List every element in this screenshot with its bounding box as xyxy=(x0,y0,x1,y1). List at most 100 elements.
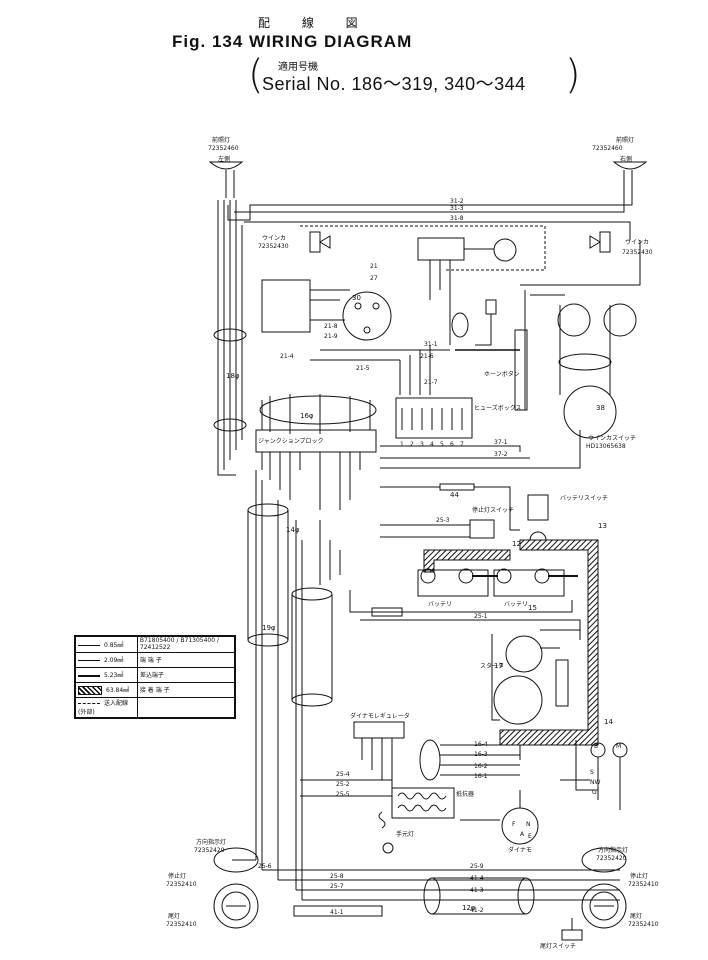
turn-lamp-left-icon xyxy=(309,231,321,253)
terminal-letter: M xyxy=(616,743,621,750)
tail-left-upper-part: 72352420 xyxy=(194,847,225,854)
horn-icon xyxy=(493,238,517,262)
title-block: 配 線 図 Fig. 134 WIRING DIAGRAM ( 適用号機 Ser… xyxy=(0,0,708,110)
wire-label: 37-2 xyxy=(494,451,508,458)
terminal-letter: N xyxy=(526,821,531,828)
legend-symbol-cell xyxy=(136,696,236,719)
tail-left-stop-part: 72352410 xyxy=(166,881,197,888)
legend-row: 2.09㎟ 端 端 子 xyxy=(75,651,236,668)
head-lamp-left-name: 前照灯 xyxy=(212,136,230,144)
winker-dial-right xyxy=(603,303,637,337)
wire-label: 14φ xyxy=(286,526,300,534)
tail-left-tail-name: 尾灯 xyxy=(168,912,180,920)
terminal-letter: F xyxy=(512,821,516,828)
wire-label: 41-4 xyxy=(470,875,484,882)
wire-label: 38 xyxy=(596,404,605,412)
horn-relay-box xyxy=(417,237,465,261)
legend-symbol-cell: 接 着 端 子 xyxy=(136,681,236,698)
wire-label: 21-5 xyxy=(356,365,370,372)
wire-label: 31-1 xyxy=(424,341,438,348)
horn-button-icon xyxy=(485,299,497,315)
wire-label: 41-2 xyxy=(470,907,484,914)
regulator-terminal-letters: F N A E B S NW G M xyxy=(512,743,621,840)
head-lamp-right-tag: 右側 xyxy=(620,155,632,163)
hand-lamp-label: 手元灯 xyxy=(396,830,414,838)
tail-right-tail-part: 72352410 xyxy=(628,921,659,928)
tail-right-tail-name: 尾灯 xyxy=(630,912,642,920)
tail-right-stop-name: 停止灯 xyxy=(630,872,648,880)
thick-line-sample xyxy=(78,674,100,677)
head-lamp-right-icon xyxy=(612,161,648,170)
terminal-letter: A xyxy=(520,831,525,838)
wire-label: 16-1 xyxy=(474,773,488,780)
figure-title: Fig. 134 WIRING DIAGRAM xyxy=(172,32,413,51)
winker-switch-part: HD13065638 xyxy=(586,443,626,450)
paren-left: ( xyxy=(248,52,264,98)
terminal-number: 3 xyxy=(420,441,424,448)
resistor-label: 抵抗器 xyxy=(456,790,474,798)
legend-symbol-cell: 差込端子 xyxy=(136,666,236,683)
starter-key-switch-icon xyxy=(342,291,392,341)
medium-line-sample xyxy=(78,660,100,662)
tail-left-stop-name: 停止灯 xyxy=(168,872,186,880)
legend-wire-cell: 送入配線(外部) xyxy=(75,696,138,719)
head-lamp-left-tag: 左側 xyxy=(218,155,230,163)
fuse-box xyxy=(395,397,473,439)
turn-left-part: 72352430 xyxy=(258,243,289,250)
wire-label: 31-8 xyxy=(450,215,464,222)
wire-label: 25-6 xyxy=(258,863,272,870)
tail-right-stop-part: 72352410 xyxy=(628,881,659,888)
tail-switch-label: 尾灯スイッチ xyxy=(540,942,576,950)
hand-lamp-icon xyxy=(382,842,394,854)
winker-dial-left xyxy=(557,303,591,337)
legend-symbol-cell: B71805400 / B71305400 / 72412522 xyxy=(136,636,236,653)
terminal-letter: G xyxy=(592,789,597,796)
battery-switch-label: バッテリスイッチ xyxy=(560,495,608,502)
dynamo-label: ダイナモ xyxy=(508,846,532,854)
wire-label: 25-3 xyxy=(436,517,450,524)
tail-left-upper-name: 方向指示灯 xyxy=(196,838,226,846)
terminal-number: 5 xyxy=(440,441,444,448)
applicability-label: 適用号機 xyxy=(278,62,318,73)
terminal-number: 1 xyxy=(400,441,404,448)
wire-label: 25-1 xyxy=(474,613,488,620)
terminal-letter: B xyxy=(594,743,598,750)
wire-label: 31-2 xyxy=(450,198,464,205)
paren-right: ) xyxy=(565,52,581,98)
legend-wire-cell: 2.09㎟ xyxy=(75,651,138,668)
wire-label: 16-3 xyxy=(474,751,488,758)
wire-label: 12φ xyxy=(462,904,476,912)
tail-left-tail-part: 72352410 xyxy=(166,921,197,928)
legend-wire-cell: 5.23㎟ xyxy=(75,666,138,683)
stop-lamp-switch-label: 停止灯スイッチ xyxy=(472,506,514,514)
wire-label: 41-1 xyxy=(330,909,344,916)
turn-left-name: ウインカ xyxy=(262,234,286,242)
wire-label: 19φ xyxy=(262,624,276,632)
head-lamp-right-name: 前照灯 xyxy=(616,136,634,144)
winker-switch-name: ウインカスイッチ xyxy=(588,434,636,442)
legend-row: 63.84㎟ 接 着 端 子 xyxy=(75,681,236,698)
legend-row: 0.85㎟ B71805400 / B71305400 / 72412522 xyxy=(75,636,236,653)
wire-label: 16-2 xyxy=(474,763,488,770)
terminal-letter: NW xyxy=(590,779,600,786)
terminal-number: 2 xyxy=(410,441,414,448)
terminal-letter: E xyxy=(528,833,532,840)
legend-symbol-cell: 端 端 子 xyxy=(136,651,236,668)
wire-label: 25-4 xyxy=(336,771,350,778)
wire-label: 21 xyxy=(370,263,378,270)
wire-label: 15 xyxy=(528,604,537,612)
wire-label: 21-7 xyxy=(424,379,438,386)
terminal-letter: S xyxy=(590,769,594,776)
turn-right-name: ウインカ xyxy=(625,238,649,246)
wire-label: 13 xyxy=(598,522,607,530)
light-switch-panel xyxy=(261,279,311,333)
wire-label: 41-3 xyxy=(470,887,484,894)
winker-switch-icon xyxy=(563,385,617,439)
wire-label: 16-4 xyxy=(474,741,488,748)
battery-1-icon xyxy=(417,569,489,597)
component-labels: 前照灯 72352460 左側 前照灯 72352460 右側 ウインカ 723… xyxy=(166,136,659,950)
wire-label: 30 xyxy=(352,294,361,302)
wire-label: 21-9 xyxy=(324,333,338,340)
wire-label: 21-6 xyxy=(420,353,434,360)
rear-left-stop-lamp-icon xyxy=(213,883,259,929)
